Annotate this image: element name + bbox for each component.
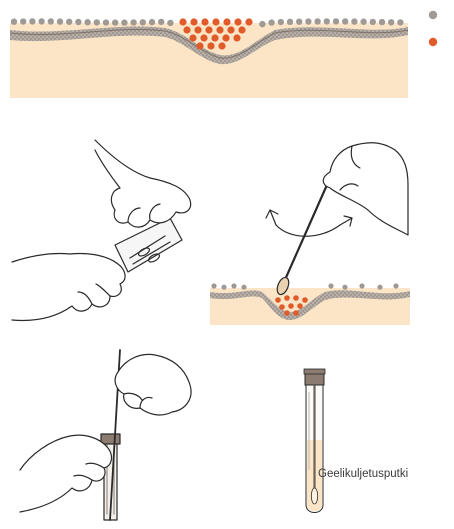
- gray-bacterium: [38, 18, 44, 24]
- orange-bacterium: [293, 295, 299, 301]
- orange-bacterium: [207, 42, 214, 49]
- orange-bacterium: [275, 297, 281, 303]
- orange-bacterium: [212, 18, 219, 25]
- gray-bacterium: [328, 283, 333, 288]
- orange-bacterium: [233, 34, 240, 41]
- orange-bacterium: [284, 310, 290, 316]
- gray-bacterium: [121, 19, 127, 25]
- gray-bacterium: [57, 18, 63, 24]
- orange-bacterium: [284, 295, 290, 301]
- upper-hand: [95, 140, 191, 227]
- lower-hand: [12, 253, 125, 320]
- orange-bacterium: [183, 26, 190, 33]
- gray-bacterium: [75, 19, 81, 25]
- gray-bacterium: [370, 19, 376, 25]
- gray-bacterium: [158, 19, 164, 25]
- gray-bacterium: [333, 18, 339, 24]
- gray-bacterium: [359, 283, 364, 288]
- gray-bacterium: [167, 20, 173, 26]
- orange-bacterium: [288, 303, 294, 309]
- gray-bacterium: [268, 19, 274, 25]
- gray-bacterium: [305, 18, 311, 24]
- upper-hand-2: [115, 354, 191, 415]
- orange-bacterium: [200, 34, 207, 41]
- wound-cross-section: [10, 18, 408, 98]
- legend-gray-dot: [429, 11, 437, 19]
- gray-bacterium: [360, 19, 366, 25]
- gray-bacterium: [342, 285, 347, 290]
- orange-bacterium: [222, 34, 229, 41]
- gray-bacterium: [221, 285, 226, 290]
- gray-bacterium: [278, 19, 284, 25]
- gray-bacterium: [140, 19, 146, 25]
- orange-bacterium: [205, 26, 212, 33]
- orange-bacterium: [279, 304, 285, 310]
- gray-bacterium: [393, 283, 398, 288]
- inserting-swab: [20, 350, 191, 520]
- orange-bacterium: [302, 297, 308, 303]
- orange-bacterium: [238, 26, 245, 33]
- gel-transport-tube: [304, 369, 325, 513]
- orange-bacterium: [194, 26, 201, 33]
- gray-bacterium: [296, 18, 302, 24]
- gray-bacterium: [342, 18, 348, 24]
- gray-bacterium: [149, 19, 155, 25]
- gray-bacterium: [48, 18, 54, 24]
- gray-bacterium: [388, 19, 394, 25]
- orange-bacterium: [216, 26, 223, 33]
- orange-bacterium: [218, 42, 225, 49]
- orange-bacterium: [189, 34, 196, 41]
- gray-bacterium: [324, 18, 330, 24]
- gray-bacterium: [11, 18, 17, 24]
- gray-bacterium: [259, 21, 265, 27]
- gray-bacterium: [112, 19, 118, 25]
- gray-bacterium: [314, 18, 320, 24]
- sampling-wound: [210, 143, 410, 325]
- orange-bacterium: [245, 18, 252, 25]
- swab-package: [115, 218, 182, 272]
- lower-hand-2: [20, 435, 111, 512]
- gel-tube-caption: Geelikuljetusputki: [318, 468, 408, 480]
- gray-bacterium: [231, 283, 236, 288]
- gray-bacterium: [211, 283, 216, 288]
- orange-bacterium: [227, 26, 234, 33]
- gray-bacterium: [130, 19, 136, 25]
- gray-bacterium: [66, 19, 72, 25]
- gray-bacterium: [377, 285, 382, 290]
- holding-hand: [323, 143, 408, 235]
- gray-bacterium: [241, 285, 246, 290]
- orange-bacterium: [234, 18, 241, 25]
- opening-swab-package: [12, 140, 191, 320]
- orange-bacterium: [201, 18, 208, 25]
- orange-bacterium: [179, 18, 186, 25]
- gray-bacterium: [379, 19, 385, 25]
- gray-bacterium: [287, 19, 293, 25]
- gray-bacterium: [103, 19, 109, 25]
- gray-bacterium: [351, 18, 357, 24]
- gray-bacterium: [20, 18, 26, 24]
- orange-bacterium: [190, 18, 197, 25]
- gray-bacterium: [397, 19, 403, 25]
- gray-bacterium: [29, 18, 35, 24]
- orange-bacterium: [293, 310, 299, 316]
- orange-bacterium: [211, 34, 218, 41]
- gray-bacterium: [84, 19, 90, 25]
- orange-bacterium: [297, 303, 303, 309]
- legend-orange-dot: [429, 38, 437, 46]
- swab-tip-in-gel: [311, 488, 317, 504]
- orange-bacterium: [196, 42, 203, 49]
- gray-bacterium: [94, 19, 100, 25]
- tube-rim: [101, 434, 120, 444]
- orange-bacterium: [223, 18, 230, 25]
